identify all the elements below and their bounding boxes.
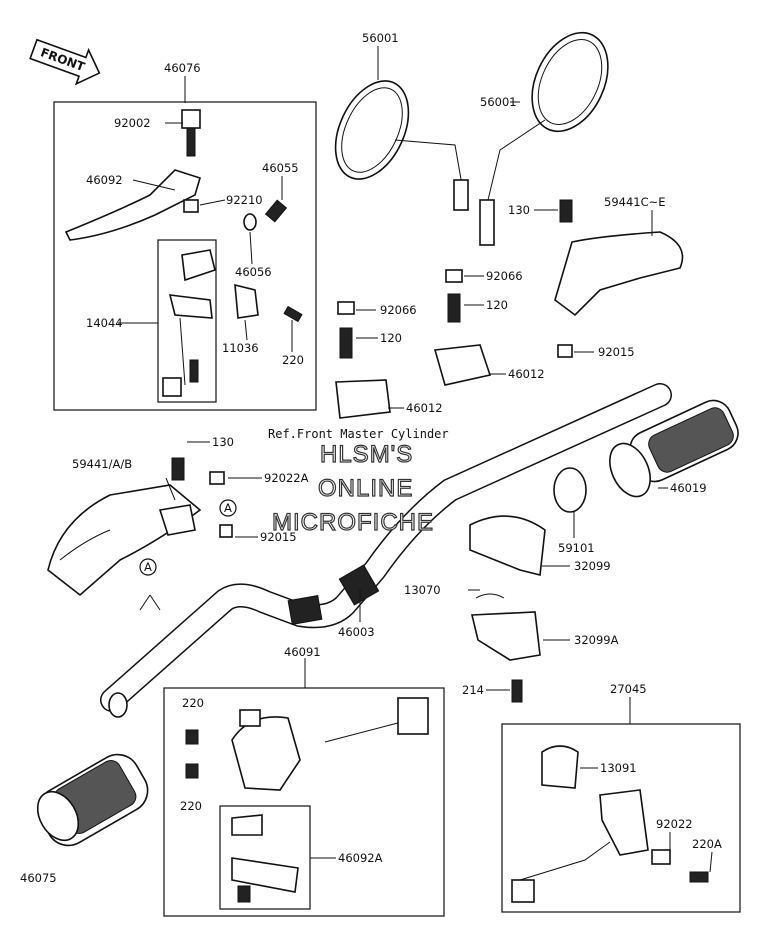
right-switch-box xyxy=(501,723,741,913)
label-14044: 14044 xyxy=(86,316,123,330)
leader-lines xyxy=(118,46,713,873)
watermark-line2: ONLINE xyxy=(318,475,413,502)
label-92066-l: 92066 xyxy=(380,303,417,317)
hand-guard-right xyxy=(554,199,684,358)
label-46092: 46092 xyxy=(86,173,123,187)
label-11036: 11036 xyxy=(222,341,259,355)
label-120-r: 120 xyxy=(486,298,508,312)
label-56001-b: 56001 xyxy=(480,95,517,109)
label-27045: 27045 xyxy=(610,682,647,696)
grip-left xyxy=(36,753,149,847)
label-220a: 220A xyxy=(692,837,722,851)
label-92022: 92022 xyxy=(656,817,693,831)
label-46076: 46076 xyxy=(164,61,201,75)
ref-a1-label: A xyxy=(224,501,232,515)
label-92210: 92210 xyxy=(226,193,263,207)
part-labels: 46076 92002 46092 92210 46055 46056 1404… xyxy=(20,31,722,885)
watermark-line1: HLSM'S xyxy=(320,441,413,468)
right-switch-parts xyxy=(511,745,709,903)
left-switch-box xyxy=(163,687,445,917)
label-13070: 13070 xyxy=(404,583,441,597)
throttle-housing xyxy=(469,467,587,703)
label-59101: 59101 xyxy=(558,541,595,555)
label-32099a: 32099A xyxy=(574,633,619,647)
switch-subassembly-box xyxy=(157,239,217,403)
handlebar xyxy=(100,383,672,718)
label-92015-l: 92015 xyxy=(260,530,297,544)
label-46055: 46055 xyxy=(262,161,299,175)
label-120-l: 120 xyxy=(380,331,402,345)
watermark-line3: MICROFICHE xyxy=(272,509,434,536)
mirror-left xyxy=(334,80,469,211)
label-92002: 92002 xyxy=(114,116,151,130)
label-13091: 13091 xyxy=(600,761,637,775)
label-130-left: 130 xyxy=(212,435,234,449)
label-92066-r: 92066 xyxy=(486,269,523,283)
label-59441-a-b: 59441/A/B xyxy=(72,457,132,471)
label-46012-l: 46012 xyxy=(406,401,443,415)
reference-note: Ref.Front Master Cylinder xyxy=(268,427,449,441)
label-214: 214 xyxy=(462,683,484,697)
label-56001-a: 56001 xyxy=(362,31,399,45)
ref-circle-a2 xyxy=(139,558,157,576)
label-46092a: 46092A xyxy=(338,851,383,865)
label-92022a: 92022A xyxy=(264,471,309,485)
label-220-a: 220 xyxy=(182,696,204,710)
label-130-right: 130 xyxy=(508,203,530,217)
label-32099: 32099 xyxy=(574,559,611,573)
label-46075: 46075 xyxy=(20,871,57,885)
left-switch-body xyxy=(185,697,429,903)
label-46091: 46091 xyxy=(284,645,321,659)
label-46012-r: 46012 xyxy=(508,367,545,381)
label-59441c-e: 59441C~E xyxy=(604,195,666,209)
ref-circle-a1 xyxy=(219,499,237,517)
grip-right xyxy=(609,399,739,498)
label-92015-r: 92015 xyxy=(598,345,635,359)
mirror-right xyxy=(479,31,609,246)
label-220-top: 220 xyxy=(282,353,304,367)
clutch-lever xyxy=(64,109,303,397)
label-46003: 46003 xyxy=(338,625,375,639)
hand-guard-left xyxy=(47,457,233,597)
watermark: HLSM'S ONLINE MICROFICHE xyxy=(271,440,434,536)
label-220-b: 220 xyxy=(180,799,202,813)
label-46056: 46056 xyxy=(235,265,272,279)
label-46019: 46019 xyxy=(670,481,707,495)
handlebar-clamps xyxy=(335,269,492,419)
ref-a2-label: A xyxy=(144,560,152,574)
front-arrow-icon: FRONT xyxy=(29,38,101,86)
